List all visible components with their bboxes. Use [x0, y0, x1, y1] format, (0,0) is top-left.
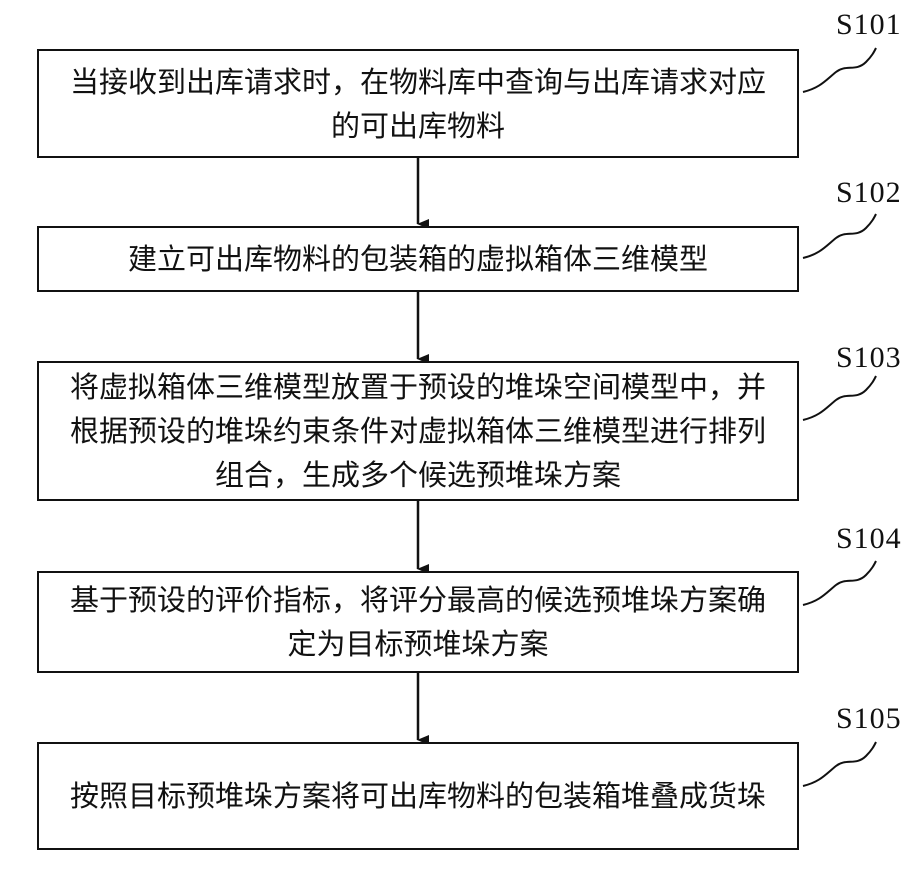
- step-text-s103: 将虚拟箱体三维模型放置于预设的堆垛空间模型中，并根据预设的堆垛约束条件对虚拟箱体…: [57, 365, 779, 497]
- step-box-s103: 将虚拟箱体三维模型放置于预设的堆垛空间模型中，并根据预设的堆垛约束条件对虚拟箱体…: [37, 361, 799, 501]
- step-box-s104: 基于预设的评价指标，将评分最高的候选预堆垛方案确定为目标预堆垛方案: [37, 571, 799, 673]
- leader-line-s103: [803, 376, 876, 420]
- leader-line-s102: [803, 214, 876, 258]
- step-label-s103: S103: [836, 341, 902, 375]
- step-text-s101: 当接收到出库请求时，在物料库中查询与出库请求对应的可出库物料: [57, 60, 779, 148]
- step-box-s101: 当接收到出库请求时，在物料库中查询与出库请求对应的可出库物料: [37, 49, 799, 158]
- step-label-s104: S104: [836, 522, 902, 556]
- leader-line-s105: [803, 742, 876, 786]
- step-text-s102: 建立可出库物料的包装箱的虚拟箱体三维模型: [57, 237, 779, 281]
- leader-line-s104: [803, 561, 876, 605]
- step-label-s102: S102: [836, 176, 902, 210]
- step-label-s101: S101: [836, 8, 902, 42]
- step-text-s104: 基于预设的评价指标，将评分最高的候选预堆垛方案确定为目标预堆垛方案: [57, 578, 779, 666]
- step-box-s105: 按照目标预堆垛方案将可出库物料的包装箱堆叠成货垛: [37, 742, 799, 850]
- step-box-s102: 建立可出库物料的包装箱的虚拟箱体三维模型: [37, 226, 799, 292]
- leader-line-s101: [803, 48, 876, 92]
- step-text-s105: 按照目标预堆垛方案将可出库物料的包装箱堆叠成货垛: [57, 774, 779, 818]
- step-label-s105: S105: [836, 702, 902, 736]
